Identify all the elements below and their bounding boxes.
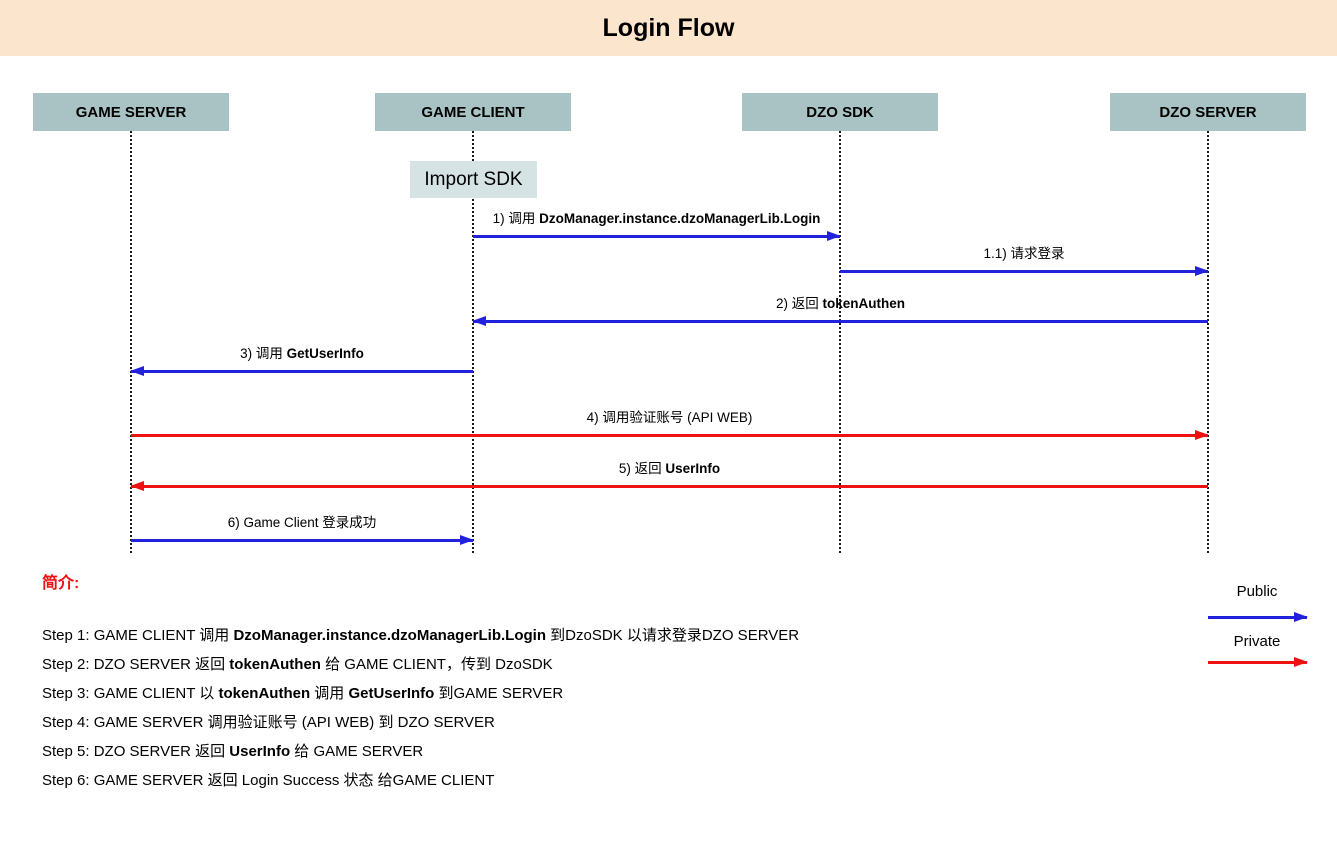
message-4-line <box>131 433 1208 437</box>
summary-step-4: Step 4: GAME SERVER 调用验证账号 (API WEB) 到 D… <box>42 714 495 731</box>
message-6-line <box>131 538 473 542</box>
message-6-label: 6) Game Client 登录成功 <box>227 515 377 530</box>
participant-label: DZO SDK <box>806 103 874 121</box>
title-bar: Login Flow <box>0 0 1337 56</box>
summary-step-6: Step 6: GAME SERVER 返回 Login Success 状态 … <box>42 772 495 789</box>
lifeline-dzo-server <box>1207 131 1209 553</box>
lifeline-game-server <box>130 131 132 553</box>
message-2-label: 2) 返回 tokenAuthen <box>775 296 906 311</box>
arrowhead-left-icon <box>472 315 486 326</box>
arrowhead-right-icon <box>827 230 841 241</box>
message-5-line <box>131 484 1208 488</box>
lifeline-dzo-sdk <box>839 131 841 553</box>
message-2-line <box>473 319 1208 323</box>
arrowhead-right-icon <box>1195 265 1209 276</box>
participant-dzo-server: DZO SERVER <box>1110 93 1306 131</box>
participant-game-server: GAME SERVER <box>33 93 229 131</box>
message-1-1-label: 1.1) 请求登录 <box>983 246 1065 261</box>
lifeline-game-client <box>472 131 474 553</box>
message-5-label: 5) 返回 UserInfo <box>618 461 721 476</box>
summary-step-5: Step 5: DZO SERVER 返回 UserInfo 给 GAME SE… <box>42 743 424 760</box>
summary-section: 简介: Step 1: GAME CLIENT 调用 DzoManager.in… <box>42 569 799 795</box>
message-1-label: 1) 调用 DzoManager.instance.dzoManagerLib.… <box>492 211 821 226</box>
message-3-label: 3) 调用 GetUserInfo <box>240 346 364 361</box>
participant-label: GAME SERVER <box>75 103 187 121</box>
summary-step-1: Step 1: GAME CLIENT 调用 DzoManager.instan… <box>42 627 800 644</box>
summary-step-3: Step 3: GAME CLIENT 以 tokenAuthen 调用 Get… <box>42 685 564 702</box>
diagram-title: Login Flow <box>602 14 735 42</box>
note-import-sdk: Import SDK <box>410 161 537 198</box>
message-3-line <box>131 369 473 373</box>
arrowhead-right-icon <box>1195 429 1209 440</box>
participant-label: GAME CLIENT <box>421 103 525 121</box>
legend-private-label: Private <box>1233 633 1281 650</box>
message-1-line <box>473 234 840 238</box>
message-4-label: 4) 调用验证账号 (API WEB) <box>586 410 753 425</box>
participant-game-client: GAME CLIENT <box>375 93 571 131</box>
participant-dzo-sdk: DZO SDK <box>742 93 938 131</box>
arrowhead-right-icon <box>1294 656 1308 667</box>
arrowhead-right-icon <box>460 534 474 545</box>
legend-private-line <box>1208 660 1307 664</box>
arrowhead-left-icon <box>130 480 144 491</box>
legend-public-label: Public <box>1236 583 1278 600</box>
participant-label: DZO SERVER <box>1159 103 1257 121</box>
arrowhead-right-icon <box>1294 611 1308 622</box>
message-1-1-line <box>840 269 1208 273</box>
arrowhead-left-icon <box>130 365 144 376</box>
summary-step-2: Step 2: DZO SERVER 返回 tokenAuthen 给 GAME… <box>42 656 553 673</box>
note-label: Import SDK <box>424 168 523 190</box>
legend-public-line <box>1208 615 1307 619</box>
summary-heading: 简介: <box>42 575 80 592</box>
